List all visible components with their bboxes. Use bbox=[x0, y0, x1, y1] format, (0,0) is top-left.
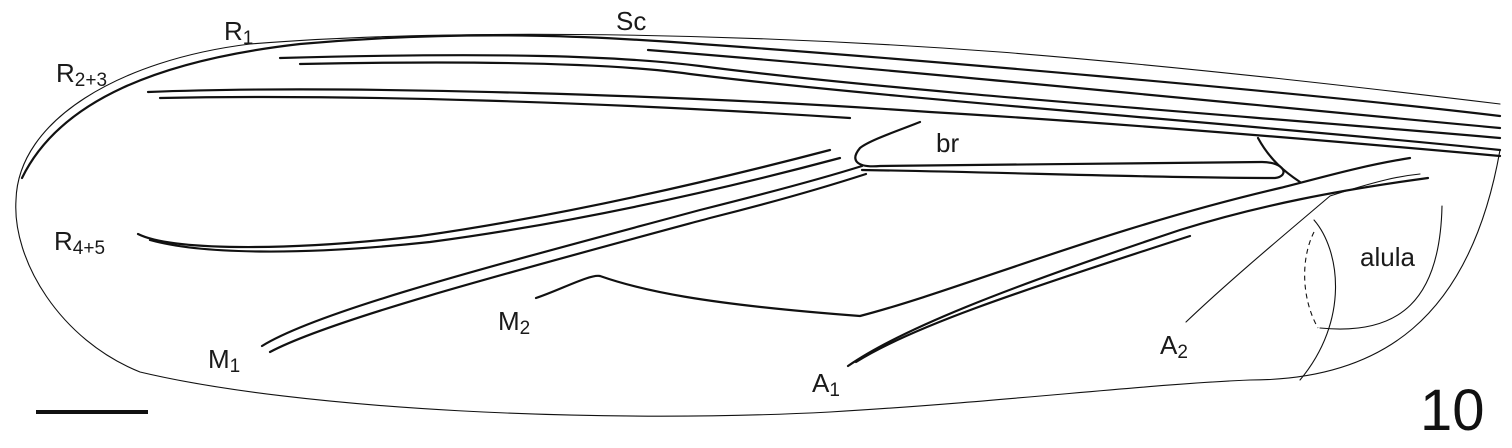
crossvein-tp bbox=[1256, 136, 1302, 184]
vein-r1-inner bbox=[298, 61, 1502, 152]
label-m1: M1 bbox=[208, 344, 240, 377]
vein-a1 bbox=[846, 176, 1430, 368]
vein-r23 bbox=[146, 88, 1502, 158]
alula-dashed bbox=[1304, 231, 1319, 329]
vein-m1-b bbox=[268, 172, 868, 354]
label-r23: R2+3 bbox=[56, 58, 107, 91]
alula-outline bbox=[1319, 205, 1443, 330]
figure-number: 10 bbox=[1420, 378, 1485, 443]
label-sc: Sc bbox=[616, 6, 646, 36]
vein-sc bbox=[646, 48, 1502, 130]
vein-r45-b bbox=[148, 156, 842, 253]
vein-r1 bbox=[278, 54, 1502, 140]
alula-lobe bbox=[1299, 219, 1337, 381]
label-a2: A2 bbox=[1160, 330, 1188, 363]
label-a1: A1 bbox=[812, 368, 840, 401]
label-r1: R1 bbox=[224, 16, 253, 49]
label-br: br bbox=[936, 128, 959, 158]
cell-br bbox=[854, 120, 1285, 180]
wing-outline bbox=[15, 33, 1501, 417]
vein-a1-b bbox=[854, 234, 1192, 364]
vein-a2 bbox=[1185, 173, 1421, 323]
vein-r23-inner bbox=[158, 95, 852, 120]
label-r45: R4+5 bbox=[54, 226, 105, 259]
label-alula: alula bbox=[1360, 242, 1415, 272]
vein-m2 bbox=[534, 156, 1412, 318]
vein-costa bbox=[20, 34, 1502, 180]
vein-m1 bbox=[260, 164, 864, 348]
label-m2: M2 bbox=[498, 306, 530, 339]
vein-r45 bbox=[136, 148, 832, 249]
